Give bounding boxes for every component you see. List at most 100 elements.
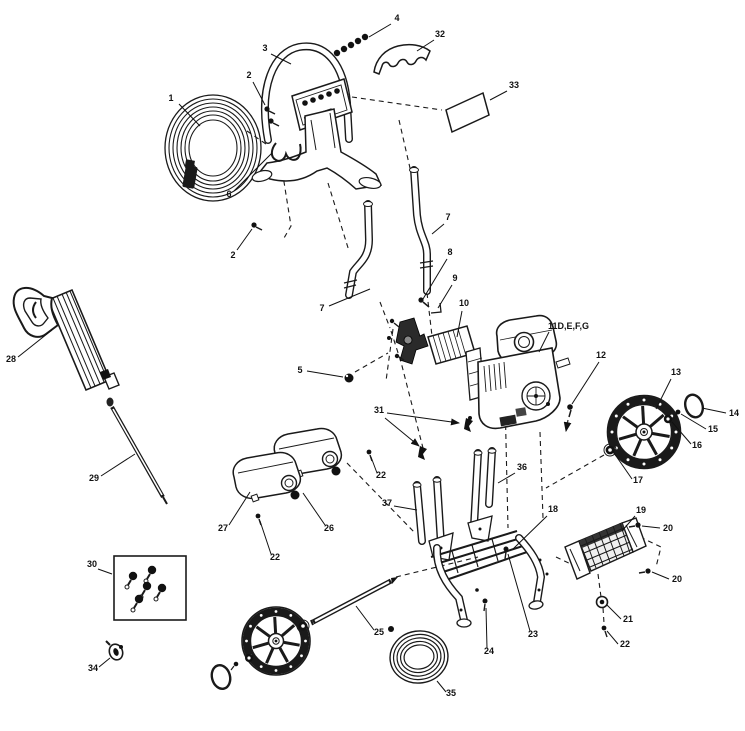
callout-31-leader (386, 412, 460, 426)
bolt-20-upper (628, 522, 641, 528)
callout-24-leader (485, 607, 488, 649)
callout-1-leader (178, 103, 201, 127)
bolt-22-tank-bottom (255, 513, 262, 526)
callout-2-leader (236, 228, 253, 251)
callout-2-label: 2 (246, 70, 251, 80)
quick-connect-34 (105, 640, 124, 661)
callout-3-label: 3 (262, 43, 267, 53)
callout-10-leader (456, 310, 463, 338)
spray-wand (106, 397, 168, 505)
nut-left (245, 654, 253, 662)
callout-27-label: 27 (218, 523, 228, 533)
detent-ball (344, 373, 354, 383)
callout-20-leader (651, 571, 670, 580)
callout-25-label: 25 (374, 627, 384, 637)
callout-6-leader (233, 152, 273, 192)
panel-hook (270, 142, 302, 162)
callout-12-label: 12 (596, 350, 606, 360)
callout-22-leader (370, 456, 378, 474)
callout-25-leader (355, 605, 375, 631)
callout-19-label: 19 (636, 505, 646, 515)
wheel-left (241, 606, 311, 676)
callout-4-leader (368, 23, 392, 38)
callout-32-leader (416, 39, 435, 52)
callout-20-label: 20 (663, 523, 673, 533)
callout-37-leader (393, 505, 418, 511)
callout-29-label: 29 (89, 473, 99, 483)
hubcap-right (683, 393, 705, 419)
axle-nut-left (296, 619, 310, 633)
callout-20-label: 20 (672, 574, 682, 584)
callout-11D,E,F,G-leader (538, 331, 550, 353)
hubcap-left (210, 663, 232, 691)
garden-hose-coil (389, 630, 449, 684)
callout-9-leader (437, 284, 453, 309)
bolt-2-upper (264, 106, 280, 127)
bolt-24 (475, 588, 488, 612)
callout-13-leader (655, 378, 672, 410)
callout-24-label: 24 (484, 646, 494, 656)
warning-label (445, 91, 490, 134)
callout-21-label: 21 (623, 614, 633, 624)
nozzle-set (124, 565, 167, 613)
axle-rod (310, 577, 398, 626)
bolt-12 (567, 404, 573, 418)
callout-28-label: 28 (6, 354, 16, 364)
callout-2-leader (252, 81, 266, 106)
engine (465, 314, 571, 430)
detergent-tank-front (232, 451, 302, 503)
wheel-right (606, 394, 682, 470)
callout-18-leader (512, 515, 548, 550)
callout-34-leader (98, 657, 111, 668)
nozzle-kit-box (113, 555, 187, 621)
callout-30-label: 30 (87, 559, 97, 569)
callout-35-leader (436, 680, 447, 693)
hose-35-fitting (388, 626, 394, 632)
callout-8-leader (422, 258, 448, 300)
callout-8-label: 8 (447, 247, 452, 257)
callout-23-leader (507, 553, 531, 632)
callout-21-leader (606, 604, 622, 620)
gun-trigger (32, 301, 37, 319)
callout-23-label: 23 (528, 629, 538, 639)
callout-22-label: 22 (620, 639, 630, 649)
frame-tube-37 (412, 481, 426, 545)
callout-31-leader (384, 417, 420, 447)
callout-22-leader (606, 630, 619, 645)
callout-28-leader (17, 329, 53, 358)
callout-3-leader (270, 53, 292, 65)
nut-right (663, 414, 673, 424)
spray-gun (12, 287, 120, 392)
pin-right (674, 409, 681, 419)
bolt-set-4 (333, 33, 369, 57)
callout-1-label: 1 (168, 93, 173, 103)
callout-32-label: 32 (435, 29, 445, 39)
callout-20-leader (641, 525, 661, 529)
bolt-23 (503, 546, 509, 560)
hose-fitting (182, 159, 198, 189)
nut-21 (595, 595, 609, 609)
frame (428, 449, 549, 628)
key-9 (430, 302, 442, 314)
callout-35-label: 35 (446, 688, 456, 698)
callout-17-label: 17 (633, 475, 643, 485)
fuel-cap (513, 331, 535, 353)
throttle-lever (555, 357, 571, 369)
callout-16-label: 16 (692, 440, 702, 450)
callout-13-label: 13 (671, 367, 681, 377)
handle-tube-right (409, 166, 434, 295)
foot-tray (564, 517, 647, 580)
callout-14-label: 14 (729, 408, 739, 418)
callout-16-leader (671, 421, 692, 445)
pressure-hose-coil (164, 94, 262, 202)
callout-26-label: 26 (324, 523, 334, 533)
callout-19-leader (621, 515, 636, 532)
callout-29-leader (100, 453, 136, 477)
callout-22-leader (259, 520, 272, 555)
axle-nut-right (603, 443, 617, 457)
callout-2-label: 2 (230, 250, 235, 260)
handle-tube-left (343, 200, 374, 299)
callout-7-label: 7 (445, 212, 450, 222)
